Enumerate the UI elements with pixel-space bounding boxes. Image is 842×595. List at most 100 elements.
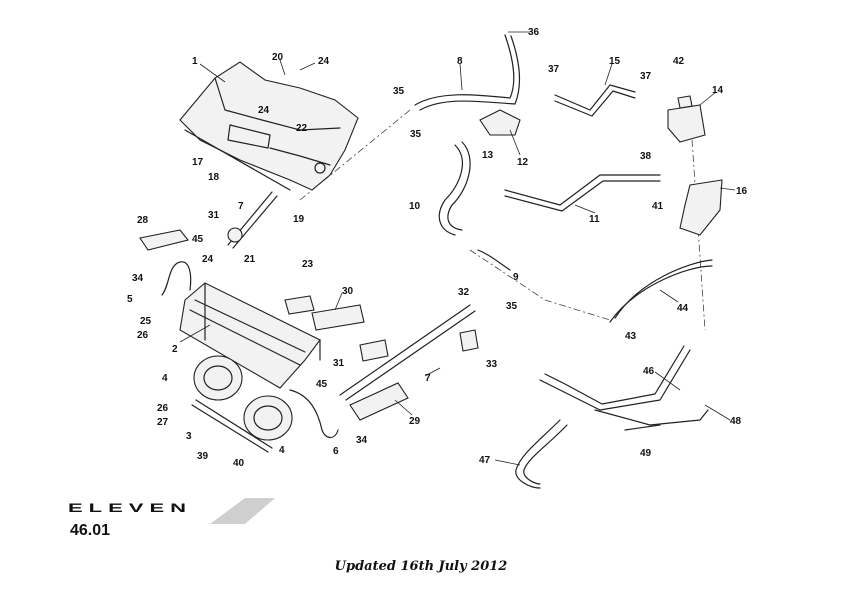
callout-label: 43	[625, 331, 637, 342]
pipe-part	[594, 409, 709, 426]
callout-label: 17	[192, 157, 204, 168]
callout-label: 31	[333, 358, 345, 369]
callout-label: 38	[640, 151, 652, 162]
callout-label: 33	[486, 359, 498, 370]
callout-label: 26	[157, 403, 169, 414]
pipe-part	[554, 84, 636, 111]
callout-label: 19	[293, 214, 305, 225]
callout-label: 23	[302, 259, 314, 270]
hose-part	[289, 389, 339, 439]
callout-label: 27	[157, 417, 169, 428]
callout-label: 1	[192, 56, 198, 67]
pipe-assembly-part	[539, 349, 691, 411]
hose-part	[477, 249, 511, 271]
callout-label: 4	[162, 373, 168, 384]
callout-label: 48	[730, 416, 742, 427]
hose-part	[609, 265, 713, 323]
assembly-line	[469, 249, 611, 321]
callout-label: 21	[244, 254, 256, 265]
hose-part	[447, 141, 471, 231]
pipe-part	[504, 174, 661, 206]
callout-label: 32	[458, 287, 470, 298]
foam-pad-part	[349, 382, 409, 421]
callout-label: 31	[208, 210, 220, 221]
callout-label: 37	[548, 64, 560, 75]
callout-label: 7	[425, 373, 431, 384]
logo-swoosh	[210, 498, 275, 524]
callout-label: 41	[652, 201, 664, 212]
callout-label: 24	[318, 56, 330, 67]
callout-label: 46	[643, 366, 655, 377]
callout-label: 7	[238, 201, 244, 212]
callout-label: 47	[479, 455, 491, 466]
tank-cap-part	[677, 95, 693, 109]
callout-label: 30	[342, 286, 354, 297]
callout-label: 9	[513, 272, 519, 283]
callout-label: 49	[640, 448, 652, 459]
hose-part	[414, 34, 515, 106]
hose-part	[515, 419, 561, 489]
fan-part	[193, 355, 293, 441]
callout-label: 15	[609, 56, 621, 67]
hose-part	[614, 259, 713, 319]
callout-label: 20	[272, 52, 284, 63]
fitting-part	[624, 424, 661, 431]
clip-part	[459, 329, 479, 352]
callout-label: 3	[186, 431, 192, 442]
callout-label: 11	[589, 214, 600, 225]
callout-label: 39	[197, 451, 209, 462]
callout-label: 16	[736, 186, 748, 197]
chassis-frame-part	[179, 61, 359, 191]
callout-label: 5	[127, 294, 133, 305]
callout-label: 45	[316, 379, 328, 390]
callout-label: 24	[202, 254, 214, 265]
callout-labels: 1 20 24 24 22 17 18 19 7 31 28 45 24 21 …	[127, 27, 748, 469]
pipe-part	[554, 90, 636, 117]
callout-label: 24	[258, 105, 270, 116]
callout-label: 34	[356, 435, 368, 446]
hose-part	[438, 144, 464, 236]
expansion-tank-part	[667, 104, 706, 143]
pipe-assembly-part	[544, 345, 685, 405]
callout-label: 35	[506, 301, 518, 312]
callout-label: 13	[482, 150, 494, 161]
callout-label: 34	[132, 273, 144, 284]
callout-label: 8	[457, 56, 463, 67]
leader-lines	[179, 31, 736, 466]
callout-label: 35	[393, 86, 405, 97]
callout-label: 6	[333, 446, 339, 457]
callout-label: 40	[233, 458, 245, 469]
callout-label: 12	[517, 157, 529, 168]
rod-part	[339, 304, 476, 401]
callout-label: 35	[410, 129, 422, 140]
callout-label: 10	[409, 201, 421, 212]
updated-note: Updated 16th July 2012	[334, 559, 508, 574]
foam-blocks-part	[284, 295, 389, 362]
hose-part	[419, 35, 521, 111]
callout-label: 4	[279, 445, 285, 456]
callout-label: 26	[137, 330, 149, 341]
bracket-part	[679, 179, 723, 236]
pipe-part	[504, 180, 661, 212]
callout-label: 29	[409, 416, 421, 427]
hose-part	[523, 424, 568, 485]
assembly-line	[299, 109, 411, 201]
callout-label: 25	[140, 316, 152, 327]
callout-label: 44	[677, 303, 689, 314]
logo-text: ELEVEN	[68, 501, 192, 515]
cap-part	[227, 227, 243, 243]
callout-label: 28	[137, 215, 149, 226]
callout-label: 45	[192, 234, 204, 245]
callout-label: 2	[172, 344, 178, 355]
callout-label: 22	[296, 123, 308, 134]
page-reference: 46.01	[70, 522, 111, 539]
hose-part	[161, 261, 192, 296]
callout-label: 42	[673, 56, 685, 67]
callout-label: 18	[208, 172, 220, 183]
radiator-part	[179, 282, 321, 389]
foam-pad-part	[139, 229, 189, 251]
callout-label: 14	[712, 85, 724, 96]
callout-label: 36	[528, 27, 540, 38]
pipe-part	[479, 109, 521, 136]
